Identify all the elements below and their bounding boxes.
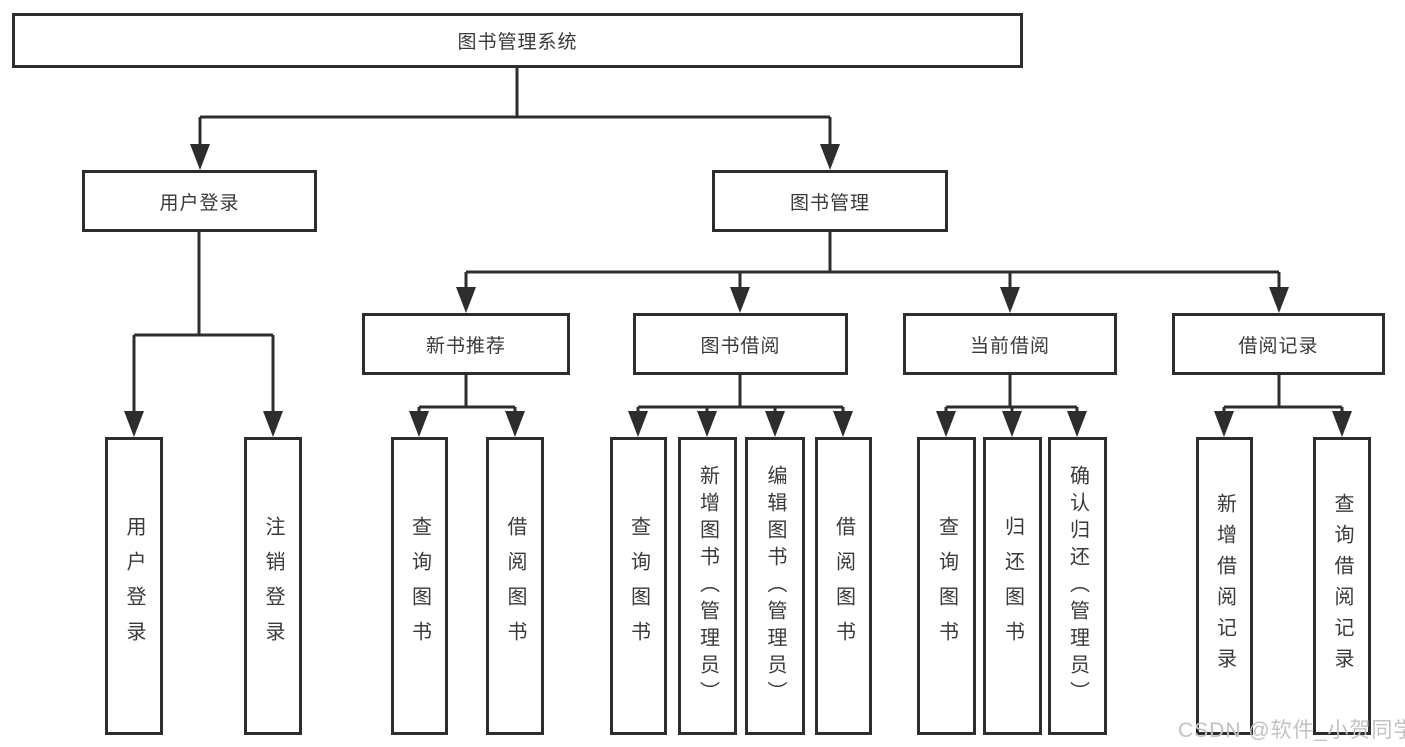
leaf-logout: 注销登录 xyxy=(244,437,302,735)
leaf-logout-label: 注销登录 xyxy=(262,516,284,656)
arrowheads-borrow-records-group xyxy=(1214,411,1352,437)
leaf-query-book-2: 查询图书 xyxy=(610,437,667,735)
leaf-borrow-book-2: 借阅图书 xyxy=(815,437,872,735)
arrowheads-book-borrow-group xyxy=(628,411,853,437)
csdn-watermark: CSDN @软件_小贺同学 xyxy=(1178,719,1405,742)
leaf-return-book: 归还图书 xyxy=(983,437,1042,735)
leaf-add-book-admin-label: 新增图书（管理员） xyxy=(696,464,719,708)
leaf-query-book-3-label: 查询图书 xyxy=(935,516,958,656)
arrowheads-book-mgmt-group xyxy=(456,287,1289,313)
leaf-confirm-return-admin-label: 确认归还（管理员） xyxy=(1066,464,1089,708)
leaf-add-borrow-record-label: 新增借阅记录 xyxy=(1213,493,1236,679)
node-current-borrow: 当前借阅 xyxy=(903,313,1117,375)
connector-root-to-level2 xyxy=(198,68,832,148)
leaf-edit-book-admin: 编辑图书（管理员） xyxy=(745,437,805,735)
leaf-query-book-2-label: 查询图书 xyxy=(627,516,650,656)
node-root-label: 图书管理系统 xyxy=(457,32,578,53)
leaf-borrow-book-2-label: 借阅图书 xyxy=(832,516,855,656)
leaf-query-book-3: 查询图书 xyxy=(917,437,976,735)
node-borrow-records: 借阅记录 xyxy=(1172,313,1385,375)
connector-book-borrow-group xyxy=(636,375,845,415)
leaf-add-borrow-record: 新增借阅记录 xyxy=(1196,437,1253,735)
node-root-library-system: 图书管理系统 xyxy=(12,13,1023,68)
node-book-borrow-label: 图书借阅 xyxy=(700,335,781,357)
node-book-management-label: 图书管理 xyxy=(789,192,870,214)
node-borrow-records-label: 借阅记录 xyxy=(1238,335,1319,357)
leaf-user-login: 用户登录 xyxy=(105,437,163,735)
connector-borrow-records-group xyxy=(1222,375,1344,415)
leaf-add-book-admin: 新增图书（管理员） xyxy=(678,437,737,735)
arrowheads-user-login-group xyxy=(124,411,283,437)
node-new-book-recommend: 新书推荐 xyxy=(362,313,570,375)
node-book-borrow: 图书借阅 xyxy=(633,313,848,375)
connector-book-mgmt-group xyxy=(464,232,1281,291)
leaf-query-book-1-label: 查询图书 xyxy=(408,516,431,656)
arrowheads-current-borrow-group xyxy=(936,411,1087,437)
node-book-management: 图书管理 xyxy=(712,170,948,232)
node-new-book-recommend-label: 新书推荐 xyxy=(425,335,506,357)
leaf-borrow-book-1: 借阅图书 xyxy=(486,437,544,735)
leaf-edit-book-admin-label: 编辑图书（管理员） xyxy=(764,464,786,708)
arrowheads-level2 xyxy=(190,144,840,170)
arrowheads-new-book-group xyxy=(409,411,525,437)
leaf-user-login-label: 用户登录 xyxy=(123,516,145,656)
leaf-confirm-return-admin: 确认归还（管理员） xyxy=(1048,437,1107,735)
node-user-login-label: 用户登录 xyxy=(159,192,240,214)
node-user-login: 用户登录 xyxy=(82,170,317,232)
leaf-return-book-label: 归还图书 xyxy=(1001,516,1024,656)
leaf-query-book-1: 查询图书 xyxy=(391,437,448,735)
leaf-borrow-book-1-label: 借阅图书 xyxy=(504,516,526,656)
leaf-query-borrow-record-label: 查询借阅记录 xyxy=(1331,493,1353,679)
node-current-borrow-label: 当前借阅 xyxy=(969,335,1050,357)
connector-current-borrow-group xyxy=(944,375,1079,415)
connector-user-login-group xyxy=(132,232,275,415)
leaf-query-borrow-record: 查询借阅记录 xyxy=(1313,437,1371,735)
connector-new-book-group xyxy=(417,375,517,415)
